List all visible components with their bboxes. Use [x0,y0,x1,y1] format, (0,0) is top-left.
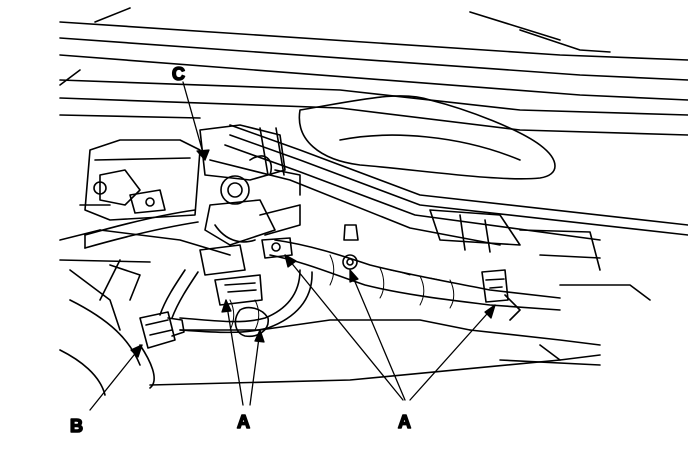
wire-harness-right [269,224,561,311]
leader-a-left-1 [225,299,244,406]
callout-b: B [70,416,83,436]
leader-c [182,81,206,161]
clip-connector-right [481,269,521,321]
throttle-body [199,124,301,246]
leader-a-right-2 [349,269,406,401]
leader-b [89,344,143,411]
cowl-panel-lines [59,7,688,136]
leader-a-left-2 [249,329,261,406]
callout-c: C [172,64,185,84]
callout-a-left: A [237,412,250,432]
intake-hose [84,209,199,249]
hood-hinge [298,95,556,180]
fluid-lines [209,124,688,246]
leader-a-right-1 [284,254,404,401]
lower-structure [59,229,601,396]
connector-b [139,311,185,349]
air-filter-housing [79,139,201,221]
leader-a-right-3 [409,304,496,401]
right-brackets [429,209,651,366]
callout-a-right: A [398,412,411,432]
connector-cluster-center [199,237,293,338]
wire-harness-lower [159,269,313,334]
callout-leaders [89,81,496,411]
